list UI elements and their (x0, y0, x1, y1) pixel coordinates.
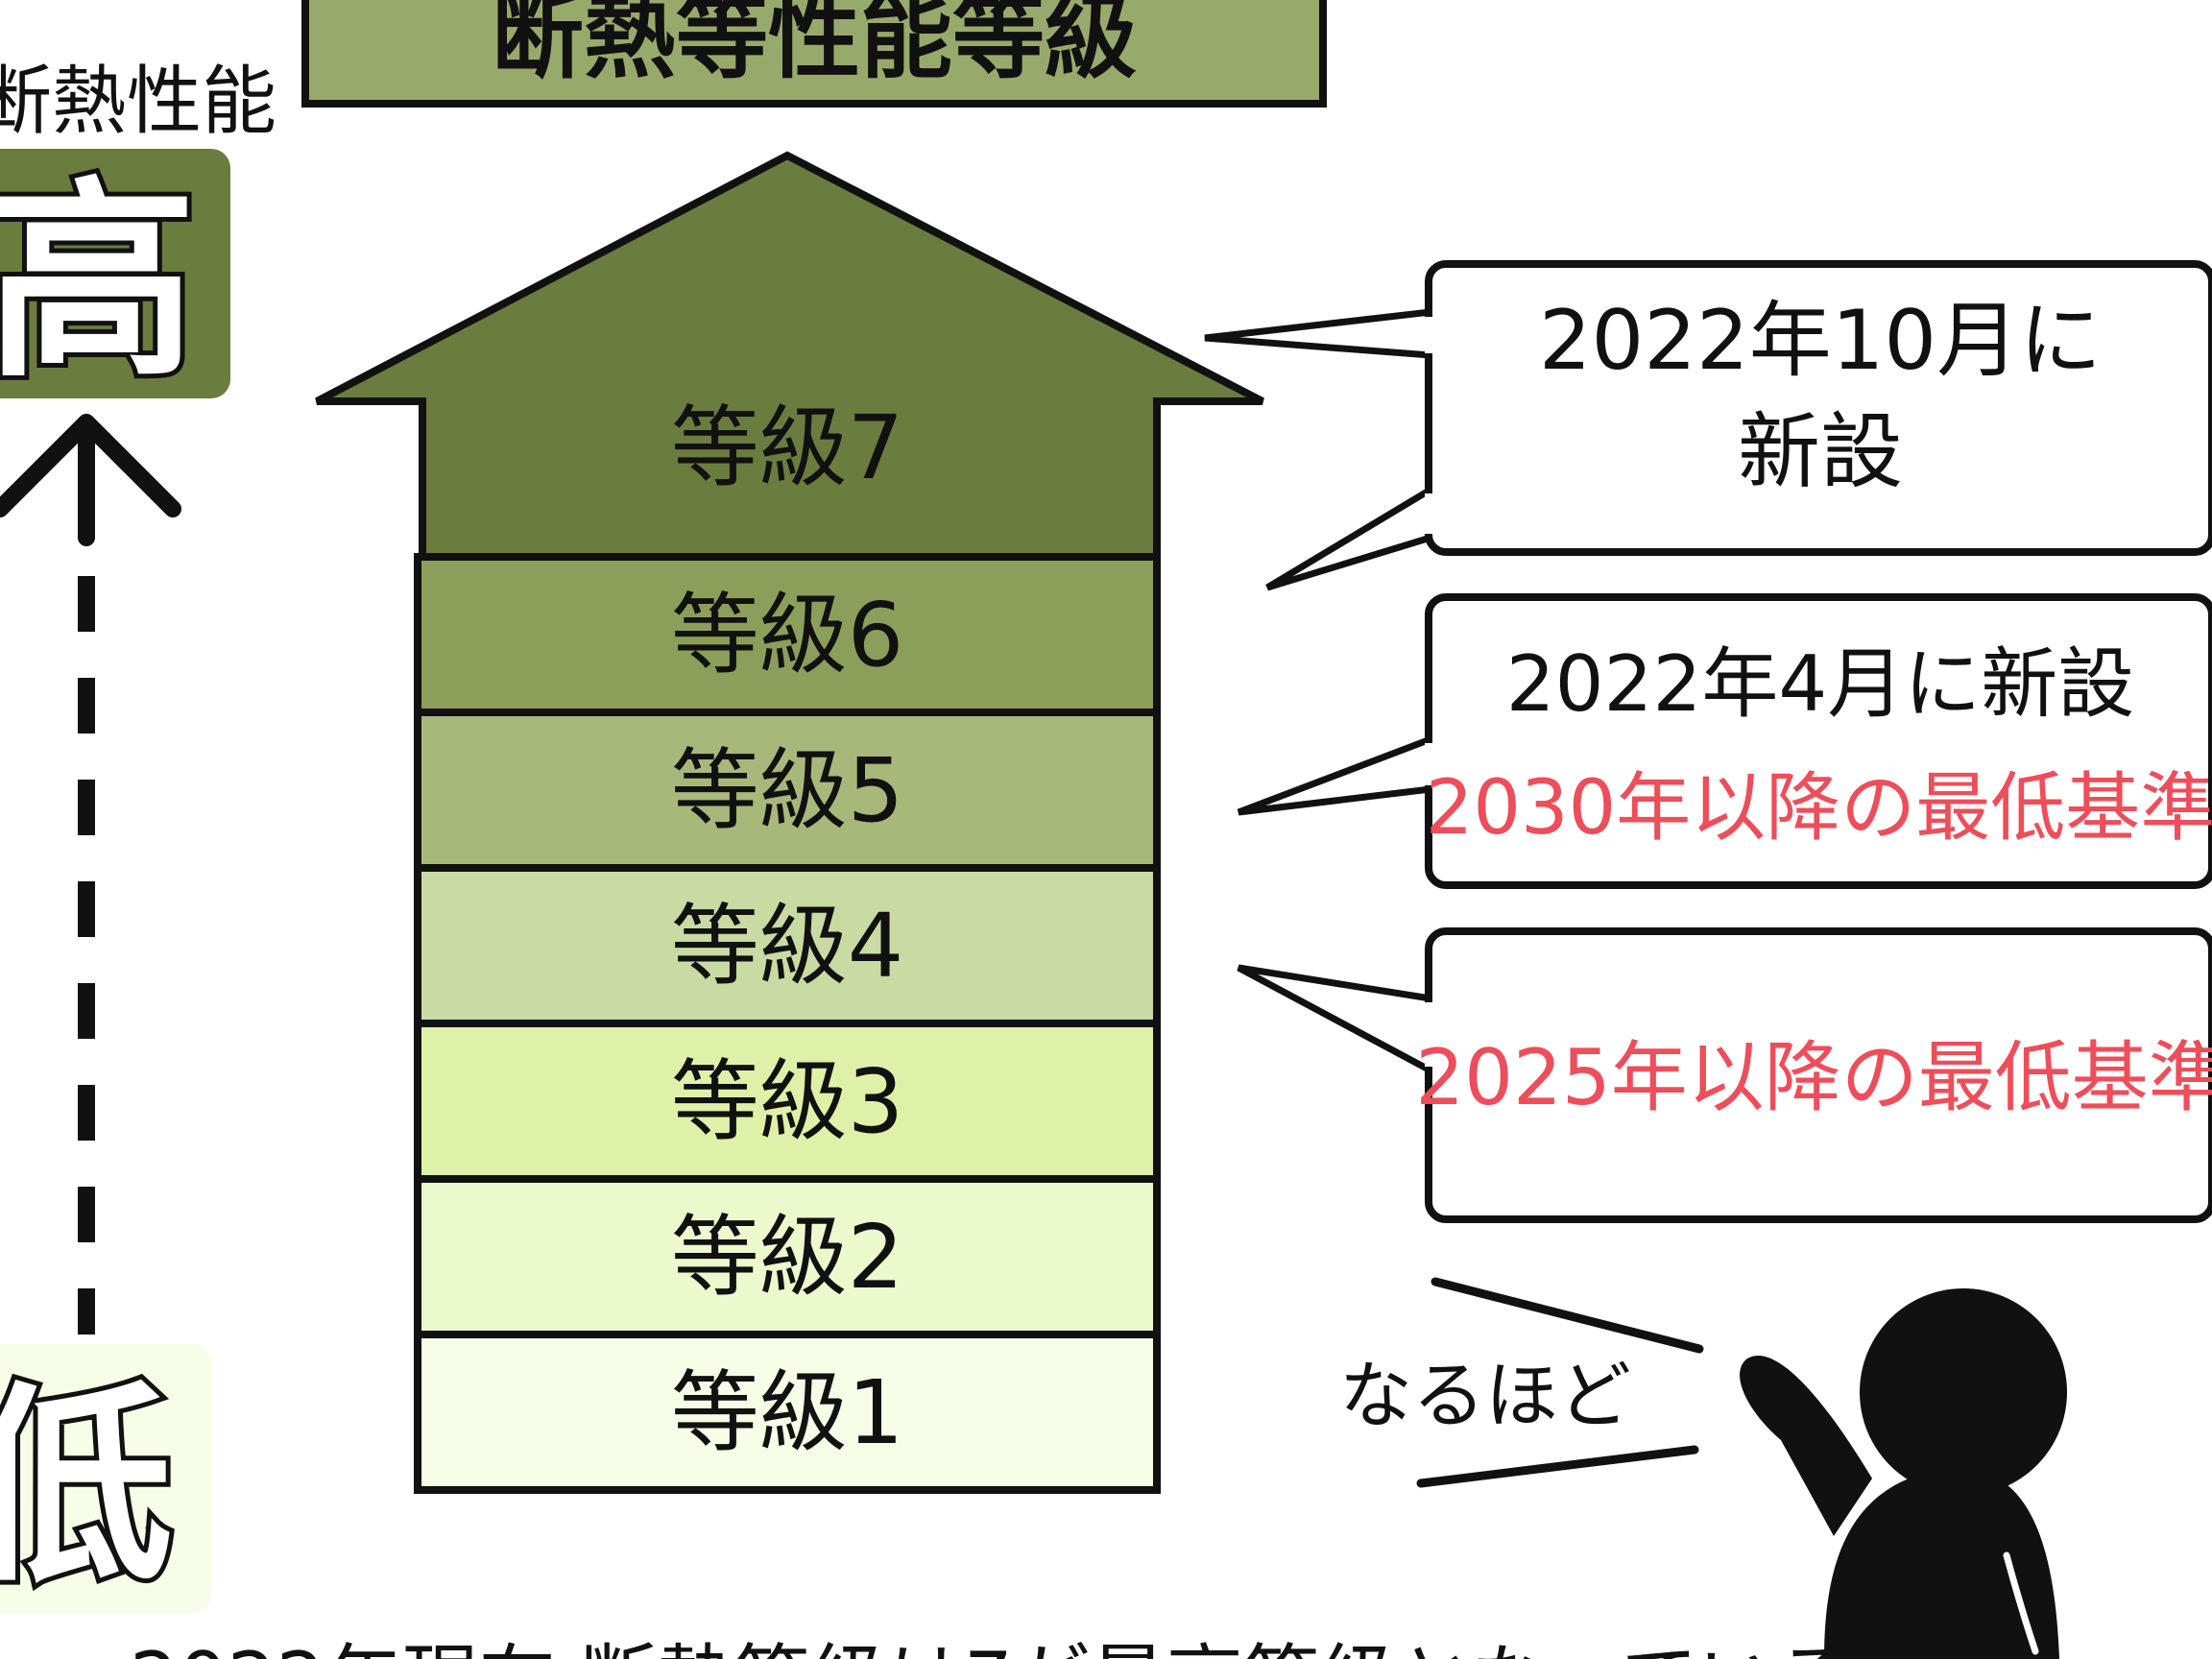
person-arm-highlight (2003, 1551, 2039, 1655)
grade-5-label: 等級5 (671, 739, 904, 842)
high-label: 高 (0, 159, 197, 405)
callout-grade6-5-box (1425, 593, 2212, 889)
grade-row-5 (414, 709, 1161, 872)
callout-grade7-tail (1204, 308, 1434, 359)
title-box-bg (301, 0, 1327, 108)
speech-line-top (1431, 1277, 1704, 1354)
grade-1-label: 等級1 (671, 1361, 904, 1464)
grade-6-label: 等級6 (671, 584, 904, 686)
callout-grade4: 2025年以降の最低基準 (1237, 927, 2212, 1223)
low-badge-bg (0, 1344, 211, 1613)
person-body (1824, 1468, 2059, 1659)
callout-grade4-box (1425, 927, 2212, 1223)
grade-arrow: 等級7 等級6 等級5 等級4 等級3 等級2 等級1 (315, 151, 1264, 1494)
grade-row-1 (414, 1331, 1161, 1494)
callout-grade7-mask (1425, 317, 1438, 353)
footer-text: 2022年現在 断熱等級は7が最高等級となっている (130, 1636, 1852, 1659)
person-head (1860, 1288, 2067, 1496)
up-arrow-icon (0, 414, 181, 546)
callout-grade7-line1: 2022年10月に (1539, 293, 2102, 389)
grade-row-2 (414, 1175, 1161, 1338)
grade-4-label: 等級4 (671, 895, 904, 998)
callout-grade6-5-line2: 2030年以降の最低基準 (1426, 765, 2212, 852)
callout-grade6-5-tail (1237, 733, 1434, 816)
grade-3-label: 等級3 (671, 1050, 904, 1153)
speech-line-bottom (1416, 1445, 1699, 1488)
high-badge-bg (0, 149, 230, 398)
grade-row-6 (414, 553, 1161, 716)
callout-grade7-line2: 新設 (1738, 404, 1903, 500)
callout-grade7-mask-lower (1425, 493, 1438, 534)
grade-2-label: 等級2 (671, 1206, 904, 1309)
low-label: 低 (0, 1364, 173, 1610)
callout-grade4-mask (1425, 1002, 1438, 1067)
callout-grade4-line1: 2025年以降の最低基準 (1415, 1033, 2212, 1122)
callout-grade4-tail (1237, 964, 1434, 1076)
page-title: 断熱等性能等級 (492, 0, 1137, 91)
person-arm (1740, 1355, 1872, 1536)
axis-label: 断熱性能 (0, 59, 276, 145)
callout-grade6-5-mask (1425, 743, 1438, 785)
person-speech: なるほど (1339, 1353, 1631, 1438)
callout-grade7-tail-lower (1265, 483, 1434, 591)
callout-grade6-5-line1: 2022年4月に新設 (1506, 639, 2135, 729)
callout-grade7: 2022年10月に 新設 (1204, 260, 2212, 591)
performance-axis: 断熱性能 高 低 (0, 59, 276, 1615)
callout-grade6-5: 2022年4月に新設 2030年以降の最低基準 (1237, 593, 2212, 889)
grade-7-label: 等級7 (671, 397, 904, 499)
grade-row-3 (414, 1020, 1161, 1183)
title-box: 断熱等性能等級 (301, 0, 1327, 108)
callout-grade7-box (1425, 260, 2212, 556)
person-figure: なるほど (1339, 1277, 2067, 1659)
